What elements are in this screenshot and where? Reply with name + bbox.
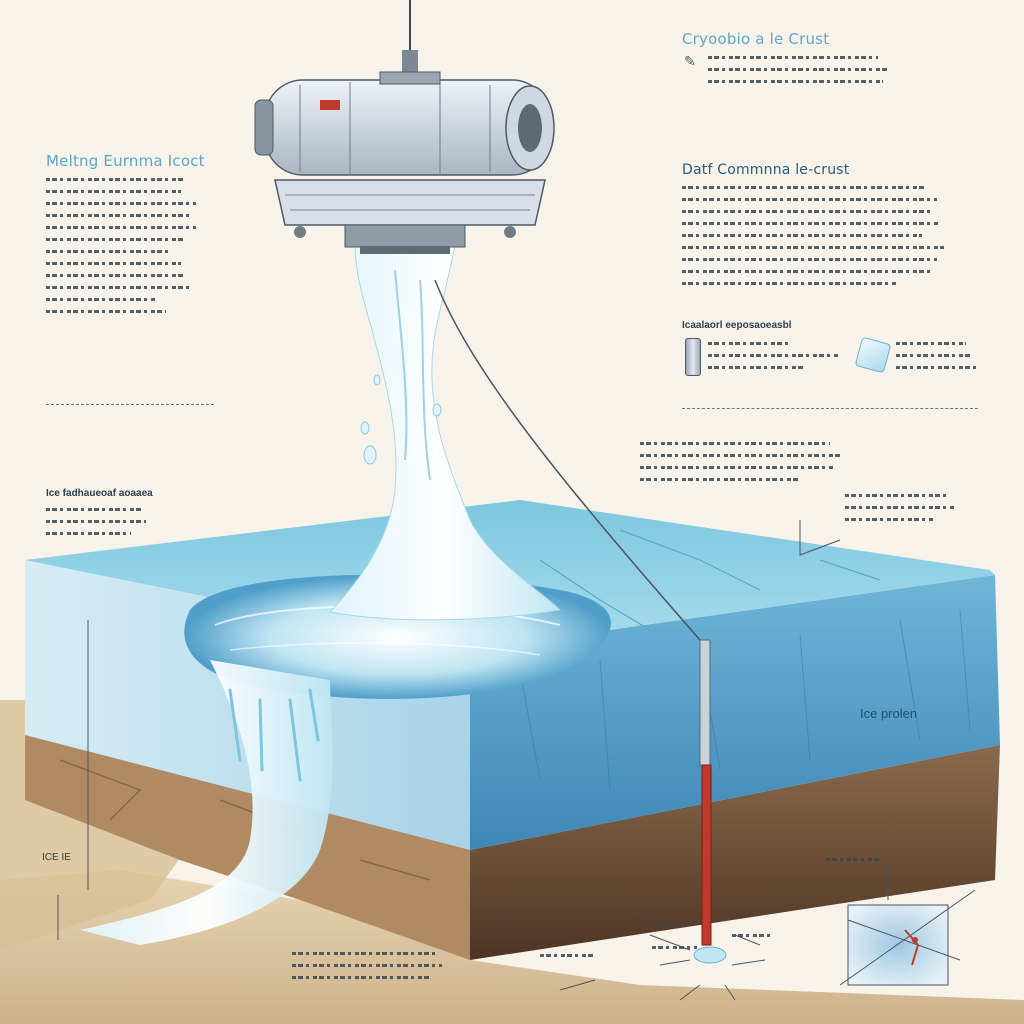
- probe-tip-glow: [693, 946, 727, 964]
- left-paragraph: [46, 178, 196, 322]
- probe-cylinder-icon: [685, 338, 701, 376]
- pointer-note-right: [845, 494, 955, 530]
- depth-label: ICE IE: [42, 852, 71, 863]
- mid-right-paragraph: [640, 442, 840, 490]
- left-title: Meltng Eurnma Icoct: [46, 152, 205, 170]
- right-title: Datf Commnna le-crust: [682, 162, 850, 178]
- ice-probe-label: Ice prolen: [860, 706, 918, 721]
- left-mid-heading: Ice fadhaueoaf aoaaea: [46, 488, 153, 499]
- graph-side-caption: [826, 858, 886, 870]
- left-divider: [46, 404, 214, 405]
- top-right-title: Cryoobio a le Crust: [682, 30, 830, 48]
- ice-thumbnail-caption: [896, 342, 976, 378]
- probe-thumbnail-caption: [708, 342, 838, 378]
- left-mid-paragraph: [46, 508, 146, 544]
- tether-cable: [434, 279, 701, 641]
- bottom-probe-caption: [540, 954, 600, 966]
- probe-tip-callouts: [652, 922, 772, 958]
- right-divider: [682, 408, 978, 409]
- rock-layer-left: [25, 730, 470, 960]
- inset-graph: [839, 889, 976, 986]
- bottom-center-paragraph: [292, 952, 442, 988]
- rock-layer-front: [470, 745, 1000, 960]
- ice-block-front-face: [470, 575, 1000, 850]
- lander-machine: [254, 0, 555, 254]
- pencil-icon: ✎: [684, 53, 696, 69]
- top-right-paragraph: [708, 56, 888, 92]
- probe-shaft: [699, 639, 711, 766]
- instrument-section-heading: Icaalaorl eeposaoeasbl: [682, 320, 792, 331]
- water-column: [329, 244, 562, 621]
- probe-red-section: [701, 764, 712, 946]
- meltwater-channel: [80, 660, 333, 945]
- right-paragraph: [682, 186, 944, 294]
